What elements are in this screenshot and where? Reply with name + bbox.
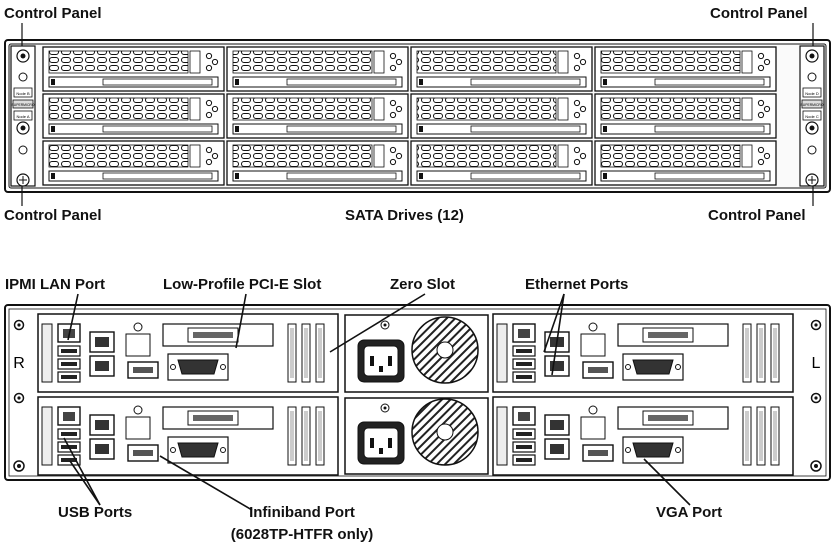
leader-vga (643, 458, 691, 506)
infiniband-port-label-line2: (6028TP-HTFR only) (230, 526, 374, 543)
node-module (37, 313, 339, 393)
drive-bay[interactable] (226, 46, 409, 92)
ethernet-port[interactable] (544, 414, 570, 436)
drive-bay[interactable] (594, 46, 777, 92)
leader-usb-b (69, 460, 101, 506)
infiniband-port[interactable] (127, 361, 159, 379)
usb-port[interactable] (512, 345, 536, 357)
rear-side-l: L (812, 355, 821, 372)
infiniband-port[interactable] (582, 361, 614, 379)
infiniband-port[interactable] (127, 444, 159, 462)
leader-usb-a (63, 437, 101, 506)
ethernet-port[interactable] (89, 414, 115, 436)
vga-port-label: VGA Port (656, 504, 723, 521)
drive-bay[interactable] (594, 93, 777, 139)
ethernet-port[interactable] (89, 331, 115, 353)
infiniband-port-label: Infiniband Port (6028TP-HTFR only) (222, 504, 382, 544)
usb-port[interactable] (512, 454, 536, 466)
rear-side-r: R (13, 355, 25, 372)
drive-bay[interactable] (226, 93, 409, 139)
zero-slot-label: Zero Slot (390, 276, 456, 293)
usb-port[interactable] (512, 428, 536, 440)
drive-bay[interactable] (410, 46, 593, 92)
front-control-panel-label-top-left: Control Panel (4, 5, 102, 22)
node-module (492, 396, 794, 476)
usb-port[interactable] (512, 358, 536, 370)
usb-port[interactable] (512, 441, 536, 453)
drive-bay[interactable] (594, 140, 777, 186)
pcie-slot[interactable] (617, 323, 729, 347)
pcie-slot-label: Low-Profile PCI-E Slot (163, 276, 322, 293)
vga-port[interactable] (167, 436, 229, 464)
ipmi-lan-port[interactable] (57, 406, 81, 426)
drive-bay[interactable] (410, 93, 593, 139)
leader-ethernet-b (551, 293, 565, 376)
front-left-node-a: Node A (16, 114, 29, 119)
usb-port[interactable] (57, 358, 81, 370)
rear-leaders (63, 293, 691, 511)
power-supply-bottom (344, 397, 489, 475)
vga-port[interactable] (622, 436, 684, 464)
ipmi-lan-port[interactable] (512, 406, 536, 426)
front-right-brand: SUPERMICRO (801, 103, 824, 107)
node-module (492, 313, 794, 393)
ethernet-port[interactable] (89, 438, 115, 460)
power-supply-top (344, 314, 489, 393)
usb-port[interactable] (57, 428, 81, 440)
node-module (37, 396, 339, 476)
front-control-panel-right (799, 45, 825, 187)
drive-bay[interactable] (42, 46, 225, 92)
front-control-panel-label-top-right: Control Panel (710, 5, 808, 22)
usb-port[interactable] (57, 454, 81, 466)
pcie-slot[interactable] (162, 406, 274, 430)
usb-port[interactable] (512, 371, 536, 383)
ethernet-ports-label: Ethernet Ports (525, 276, 629, 293)
leader-ipmi (67, 293, 79, 341)
leader-zero-slot (329, 293, 426, 353)
leader-ethernet-a (543, 293, 565, 353)
rear-nodes (37, 313, 794, 476)
front-right-node-d: Node D (805, 91, 819, 96)
leader-pcie (235, 293, 247, 349)
drive-bay[interactable] (42, 140, 225, 186)
usb-ports-label: USB Ports (58, 504, 133, 521)
front-right-node-c: Node C (805, 114, 819, 119)
ipmi-lan-port[interactable] (512, 323, 536, 343)
front-control-panel-label-bottom-right: Control Panel (708, 207, 806, 224)
ethernet-port[interactable] (544, 438, 570, 460)
vga-port[interactable] (167, 353, 229, 381)
front-control-panel-label-bottom-left: Control Panel (4, 207, 102, 224)
front-control-panel-left (10, 45, 36, 187)
usb-port[interactable] (57, 371, 81, 383)
ethernet-port[interactable] (89, 355, 115, 377)
drive-bay[interactable] (42, 93, 225, 139)
sata-drives-label: SATA Drives (12) (345, 207, 464, 224)
infiniband-port-label-line1: Infiniband Port (249, 504, 355, 521)
front-left-brand: SUPERMICRO (12, 103, 35, 107)
pcie-slot[interactable] (617, 406, 729, 430)
infiniband-port[interactable] (582, 444, 614, 462)
front-left-node-b: Node B (16, 91, 30, 96)
drive-bay[interactable] (226, 140, 409, 186)
leader-infiniband (159, 455, 253, 511)
drive-bays (42, 46, 777, 186)
drive-bay[interactable] (410, 140, 593, 186)
vga-port[interactable] (622, 353, 684, 381)
usb-port[interactable] (57, 345, 81, 357)
ethernet-port[interactable] (544, 355, 570, 377)
pcie-slot[interactable] (162, 323, 274, 347)
ipmi-lan-port-label: IPMI LAN Port (5, 276, 105, 293)
